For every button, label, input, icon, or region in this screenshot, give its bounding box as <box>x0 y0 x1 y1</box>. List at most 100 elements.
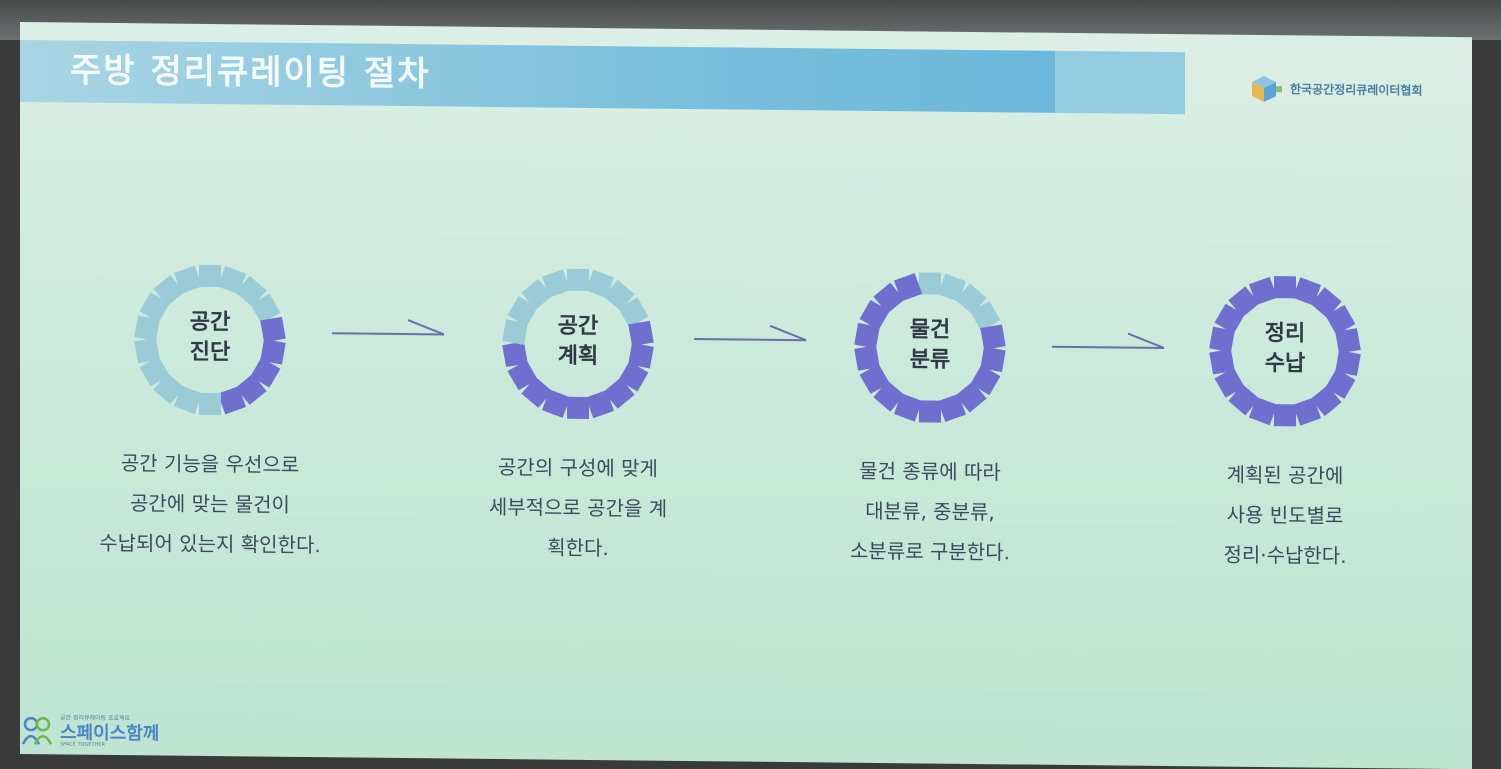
ring-segment <box>603 377 635 409</box>
step-label: 정리 수납 <box>1235 319 1335 380</box>
step-card-sorting: 물건 분류 <box>835 267 1025 423</box>
ring-segment <box>250 293 281 324</box>
desc-line: 공간에 맞는 물건이 <box>130 491 290 517</box>
ring-segment <box>1209 326 1235 353</box>
desc-line: 소분류로 구분한다. <box>850 538 1010 565</box>
ring-segment <box>502 319 528 345</box>
desc-line: 세부적으로 공간을 계 <box>488 494 668 521</box>
ring-segment <box>955 381 987 413</box>
ring-segment <box>153 275 185 307</box>
ring-segment <box>1325 304 1356 335</box>
ring-segment <box>199 264 221 288</box>
ring-segment <box>174 265 203 294</box>
ring-segment <box>542 389 571 418</box>
ring-segment <box>1249 276 1278 305</box>
org-name: 한국공간정리큐레이터협회 <box>1290 82 1423 98</box>
ring-segment <box>980 346 1006 373</box>
ring-segment <box>970 301 1001 332</box>
ring-segment <box>1274 276 1296 299</box>
step-label: 공간 계획 <box>528 311 628 372</box>
ring-segment <box>542 269 571 298</box>
ring-segment <box>859 299 890 331</box>
ring-segment <box>199 392 221 416</box>
ring-segment <box>1310 287 1342 319</box>
desc-line: 물건 종류에 따라 <box>859 458 1001 485</box>
ring-segment <box>502 341 528 367</box>
ring-segment <box>1335 350 1361 376</box>
ring-segment <box>567 268 589 291</box>
ring-segment <box>854 345 880 371</box>
desc-line: 공간의 구성에 맞게 <box>498 455 658 481</box>
ring-segment <box>618 297 649 328</box>
ring-segment <box>585 390 614 419</box>
ring-segment <box>250 357 281 388</box>
step-description-sorting: 물건 종류에 따라 대분류, 중분류, 소분류로 구분한다. <box>780 450 1080 573</box>
ring-segment <box>1310 385 1342 417</box>
ring-segment <box>134 337 160 364</box>
ring-segment <box>235 373 267 405</box>
step-label-line2: 진단 <box>189 339 231 366</box>
ring-segment <box>1274 404 1296 427</box>
ring-segment <box>1209 349 1235 375</box>
step-description-diagnosis: 공간 기능을 우선으로 공간에 맞는 물건이 수납되어 있는지 확인한다. <box>60 442 360 565</box>
step-card-diagnosis: 공간 진단 <box>115 259 305 416</box>
ring-segment <box>260 316 286 343</box>
ring-segment <box>567 396 589 419</box>
arrow-right-icon <box>694 324 807 342</box>
step-label-line2: 계획 <box>557 343 599 370</box>
step-label: 물건 분류 <box>880 315 980 376</box>
desc-line: 획한다. <box>547 535 609 561</box>
bottom-logo: 공간 정리큐레이팅 프로젝트 스페이스함께 SPACE TOGETHER <box>20 712 180 754</box>
ring-segment <box>980 324 1006 350</box>
step-label-line1: 정리 <box>1264 321 1306 347</box>
progress-ring <box>134 264 286 416</box>
ring-segment <box>1292 277 1321 306</box>
ring-segment <box>894 393 923 422</box>
progress-ring <box>1209 276 1361 427</box>
desc-line: 사용 빈도별로 <box>1226 502 1344 528</box>
ring-segment <box>937 393 966 422</box>
step-label-line2: 수납 <box>1264 351 1306 377</box>
step-card-planning: 공간 계획 <box>483 263 673 419</box>
ring-segment <box>585 269 614 299</box>
title-bar-accent <box>1055 50 1185 115</box>
ring-segment <box>873 380 905 412</box>
ring-segment <box>628 320 654 347</box>
ring-segment <box>521 376 553 408</box>
step-description-storage: 계획된 공간에 사용 빈도별로 정리·수납한다. <box>1135 454 1435 577</box>
ring-segment <box>628 342 654 369</box>
ring-segment <box>970 365 1001 396</box>
ring-segment <box>507 360 538 391</box>
ring-segment <box>919 272 941 295</box>
slide-title: 주방 정리큐레이팅 절차 <box>70 50 431 95</box>
arrow-right-icon <box>332 319 445 336</box>
ring-segment <box>139 292 170 323</box>
ring-segment <box>1249 396 1278 426</box>
desc-line: 공간 기능을 우선으로 <box>120 451 300 477</box>
ring-segment <box>894 273 923 302</box>
progress-ring <box>854 272 1006 423</box>
desc-line: 정리·수납한다. <box>1223 542 1347 568</box>
step-label-line1: 공간 <box>557 313 599 340</box>
ring-segment <box>919 400 941 423</box>
org-logo-icon <box>1252 76 1282 103</box>
ring-segment <box>1335 328 1361 354</box>
step-label-line1: 공간 <box>189 309 231 336</box>
bottom-logo-subtitle: SPACE TOGETHER <box>60 741 105 748</box>
ring-segment <box>174 385 203 415</box>
ring-segment <box>618 361 649 392</box>
step-label-line1: 물건 <box>909 317 951 343</box>
presentation-slide: 주방 정리큐레이팅 절차 한국공간정리큐레이터협회 공간 진단 공간 기능을 우… <box>20 22 1472 769</box>
ring-segment <box>521 278 553 310</box>
ring-segment <box>217 386 246 415</box>
ring-segment <box>1214 367 1245 398</box>
ring-segment <box>603 279 635 311</box>
ring-segment <box>134 315 160 342</box>
step-label-line2: 분류 <box>909 347 951 373</box>
desc-line: 대분류, 중분류, <box>865 498 995 525</box>
ring-segment <box>217 265 246 295</box>
step-card-storage: 정리 수납 <box>1190 270 1380 427</box>
ring-segment <box>1228 286 1260 318</box>
ring-segment <box>235 275 267 307</box>
step-label: 공간 진단 <box>160 307 260 368</box>
